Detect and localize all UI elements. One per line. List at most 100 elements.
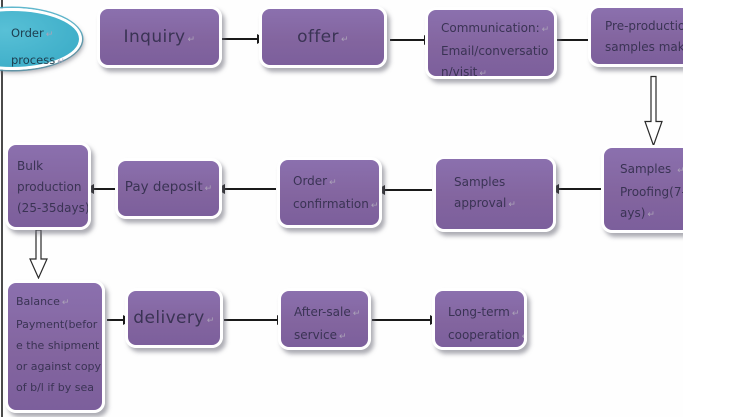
return-mark-icon: ↵	[541, 25, 550, 35]
node-text: Inquiry	[123, 27, 186, 47]
node-text: cooperation	[448, 328, 520, 342]
arrow-inquiry-to-offer	[222, 34, 266, 44]
return-mark-icon: ↵	[206, 316, 215, 326]
return-mark-icon: ↵	[57, 57, 65, 67]
node-text-line: Inquiry↵	[124, 27, 196, 47]
node-text: confirmation	[293, 197, 369, 211]
node-text: Order	[11, 26, 44, 40]
node-text-line: Long-term↵	[448, 302, 524, 325]
return-mark-icon: ↵	[61, 298, 70, 308]
node-text-line: Order↵	[293, 171, 379, 194]
node-text-line: Communication:↵	[441, 18, 554, 41]
node-text: Proofing(7-10d	[620, 185, 683, 199]
node-text: Email/conversatio	[441, 44, 549, 58]
arrow-balance-to-delivery	[107, 315, 132, 325]
return-mark-icon: ↵	[511, 309, 520, 319]
node-text: production	[17, 180, 82, 194]
node-text: Order	[293, 174, 328, 188]
node-text-line: e the shipment	[16, 335, 102, 356]
flow-node-long-term-cooperation: Long-term↵cooperation↵	[432, 288, 527, 350]
node-text-line: or against copy	[16, 356, 102, 377]
arrow-offer-to-communication	[390, 35, 433, 45]
node-text: Pre-production	[605, 19, 683, 33]
node-text: of b/l if by sea	[16, 381, 94, 394]
return-mark-icon: ↵	[340, 35, 349, 45]
node-text: Balance	[16, 295, 60, 308]
return-mark-icon: ↵	[329, 178, 337, 188]
flow-node-inquiry: Inquiry↵	[97, 6, 222, 68]
return-mark-icon: ↵	[479, 69, 487, 79]
node-text-line: (25-35days)↵	[17, 198, 88, 221]
node-text-line: delivery↵	[133, 308, 214, 328]
node-text-line: approval↵	[454, 193, 553, 216]
node-text: Communication:	[441, 21, 540, 35]
return-mark-icon: ↵	[677, 166, 683, 176]
node-text: Samples	[454, 175, 506, 189]
node-text: service	[294, 328, 337, 342]
block-down-arrow-icon	[29, 229, 48, 279]
flow-node-bulk-production: Bulk production (25-35days)↵	[5, 142, 91, 230]
return-mark-icon: ↵	[187, 35, 196, 45]
arrow-paydeposit-to-bulk	[85, 184, 115, 194]
node-text-line: Order↵	[11, 21, 79, 48]
node-text: Payment(befor	[16, 318, 98, 331]
node-text: delivery	[133, 308, 205, 328]
node-text-line: Email/conversatio	[441, 41, 554, 62]
flow-node-samples-proofing: Samples ↵ Proofing(7-10d ays)↵	[601, 145, 683, 233]
node-text: n/visit	[441, 65, 478, 79]
node-text-line: production	[17, 177, 88, 198]
node-text-line: n/visit↵	[441, 62, 554, 79]
flow-node-pay-deposit: Pay deposit↵	[115, 158, 222, 219]
node-text-line: samples making↵	[605, 37, 683, 60]
node-text: Bulk	[17, 159, 44, 173]
image-left-border	[1, 0, 3, 417]
return-mark-icon: ↵	[647, 210, 655, 220]
arrow-aftersale-to-longterm	[372, 315, 439, 325]
return-mark-icon: ↵	[370, 201, 379, 211]
flow-node-preproduction-samples: Pre-production samples making↵	[588, 5, 683, 67]
node-text-line: Proofing(7-10d	[620, 182, 683, 203]
order-process-label: Order↵process↵	[0, 11, 79, 75]
node-text-line: Balance↵	[16, 291, 102, 314]
return-mark-icon: ↵	[508, 200, 516, 210]
node-text-line: process↵	[11, 48, 79, 75]
node-text-line: service↵	[294, 325, 368, 347]
arrow-approval-to-confirmation	[376, 185, 432, 195]
node-text: samples making	[605, 40, 683, 54]
node-text-line: of b/l if by sea	[16, 377, 102, 398]
return-mark-icon: ↵	[204, 184, 213, 194]
return-mark-icon: ↵	[338, 332, 347, 342]
node-text: offer	[297, 27, 339, 47]
return-mark-icon: ↵	[45, 30, 54, 40]
arrow-delivery-to-aftersale	[224, 315, 286, 325]
flow-node-samples-approval: Samples approval↵	[433, 156, 556, 232]
node-text: e the shipment	[16, 339, 100, 352]
flow-node-order-confirmation: Order↵confirmation↵	[277, 157, 382, 228]
node-text: approval	[454, 196, 507, 210]
node-text: After-sale	[294, 305, 351, 319]
node-text-line: ays)↵	[620, 203, 683, 226]
return-mark-icon: ↵	[352, 309, 361, 319]
flow-node-after-sale-service: After-sale↵service↵	[278, 288, 371, 350]
node-text: Samples	[620, 162, 676, 176]
node-text-line: Samples ↵	[620, 159, 683, 182]
node-text: process	[11, 53, 56, 67]
node-text-line: Payment(befor	[16, 314, 102, 335]
node-text-line: Pre-production	[605, 16, 683, 37]
arrow-communication-to-preproduction	[556, 35, 597, 45]
flow-node-offer: offer↵	[259, 6, 387, 68]
flow-node-balance-payment: Balance↵ Payment(befor e the shipment or ag…	[5, 280, 105, 413]
node-text-line: offer↵	[297, 27, 349, 47]
flow-node-order-process: Order↵process↵	[0, 8, 82, 70]
arrow-proofing-to-approval	[550, 184, 601, 194]
node-text-line: Pay deposit↵	[125, 177, 212, 200]
flowchart-canvas: Order↵process↵ Inquiry↵ offer↵ Communica…	[0, 0, 683, 417]
return-mark-icon: ↵	[522, 332, 524, 342]
node-text: (25-35days)	[17, 201, 90, 215]
node-text-line: Bulk	[17, 156, 88, 177]
node-text-line: cooperation↵	[448, 325, 524, 347]
node-text: Long-term	[448, 305, 510, 319]
arrow-confirmation-to-paydeposit	[216, 184, 276, 194]
node-text: or against copy	[16, 360, 102, 373]
